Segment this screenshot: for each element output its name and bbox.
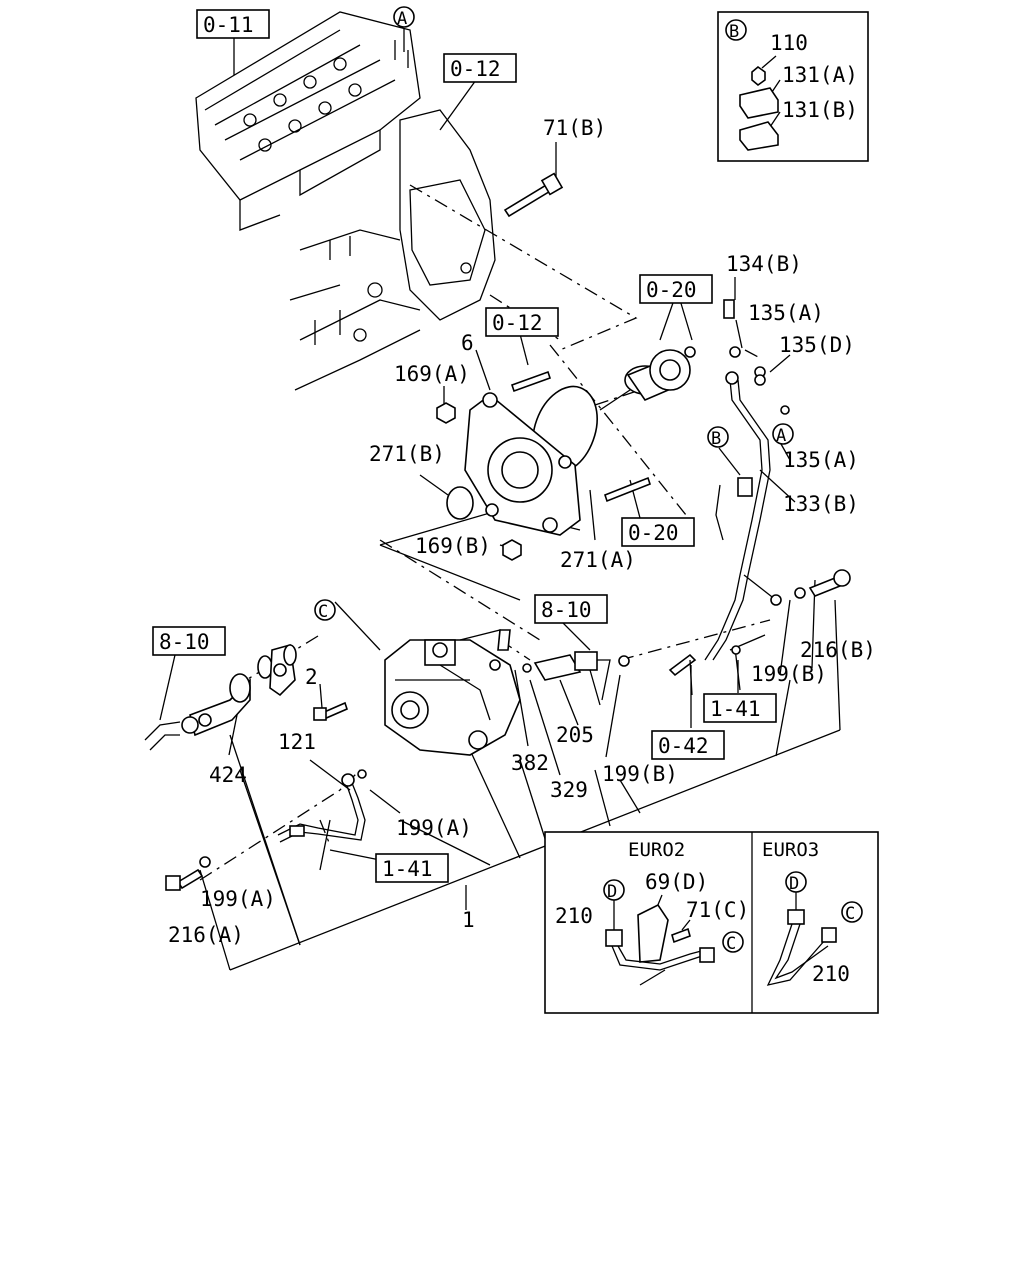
callout-b-right: B [707, 426, 729, 449]
svg-text:0-11: 0-11 [203, 13, 254, 37]
stud-bolt-upper [510, 370, 552, 393]
label-71b: 71(B) [543, 116, 606, 140]
label-euro3: EURO3 [762, 839, 819, 861]
ref-0-20-mid: 0-20 [621, 517, 695, 547]
label-134b: 134(B) [726, 252, 802, 276]
injection-pump-body [384, 629, 521, 756]
leak-off-pipe [704, 299, 851, 661]
label-382: 382 [511, 751, 549, 775]
label-121: 121 [278, 730, 316, 754]
ref-0-11: 0-11 [196, 9, 270, 39]
svg-text:A: A [397, 9, 407, 29]
svg-text:B: B [729, 22, 739, 42]
label-216a: 216(A) [168, 923, 244, 947]
label-110: 110 [770, 31, 808, 55]
leader-lines [159, 28, 841, 971]
label-210-euro3: 210 [812, 962, 850, 986]
label-1: 1 [462, 908, 475, 932]
label-6: 6 [461, 331, 474, 355]
svg-text:C: C [318, 602, 328, 622]
label-69d: 69(D) [645, 870, 708, 894]
ref-8-10-left: 8-10 [152, 626, 226, 656]
label-euro2: EURO2 [628, 839, 685, 861]
label-2: 2 [305, 665, 318, 689]
o-ring-271b [446, 486, 474, 520]
nut-169b [502, 539, 522, 561]
svg-text:0-12: 0-12 [492, 311, 543, 335]
label-135d: 135(D) [779, 333, 855, 357]
suction-control-valve [144, 643, 297, 751]
svg-text:A: A [776, 426, 786, 446]
label-135a-2: 135(A) [783, 448, 859, 472]
label-199a-2: 199(A) [200, 887, 276, 911]
label-133b: 133(B) [783, 492, 859, 516]
label-169b: 169(B) [415, 534, 491, 558]
bracket-stud [668, 634, 766, 696]
svg-text:C: C [845, 904, 855, 924]
label-71c: 71(C) [686, 898, 749, 922]
svg-text:D: D [607, 882, 617, 902]
cylinder-head-illustration [195, 11, 421, 231]
svg-text:D: D [789, 874, 799, 894]
timing-gear-case-illustration [289, 109, 496, 391]
svg-text:C: C [726, 934, 736, 954]
label-205: 205 [556, 723, 594, 747]
label-135a-1: 135(A) [748, 301, 824, 325]
ref-0-42-mid: 0-42 [651, 730, 725, 760]
inset-euro-variants: EURO2 EURO3 D 69(D) 210 71(C) C D C 210 [544, 831, 879, 1014]
bolt-2 [313, 701, 348, 721]
label-271b: 271(B) [369, 442, 445, 466]
stud-bolt-lower [604, 476, 651, 503]
label-216b: 216(B) [800, 638, 876, 662]
fuel-temp-sensor-205 [522, 651, 630, 706]
fuel-pipe-121 [277, 769, 367, 843]
label-169a: 169(A) [394, 362, 470, 386]
callout-c-pump: C [314, 599, 336, 622]
nut-169a [436, 402, 456, 424]
ref-0-12-top: 0-12 [443, 53, 517, 83]
label-271a: 271(A) [560, 548, 636, 572]
svg-text:0-20: 0-20 [646, 278, 697, 302]
bolt-71b [503, 172, 564, 218]
callout-a-top: A [393, 6, 415, 29]
label-199b-2: 199(B) [602, 762, 678, 786]
label-131b: 131(B) [782, 98, 858, 122]
bolt-216a [165, 856, 211, 891]
inset-b-clamp-detail: B 110 131(A) 131(B) [717, 11, 869, 162]
label-199b-1: 199(B) [751, 662, 827, 686]
svg-text:1-41: 1-41 [710, 697, 761, 721]
svg-text:B: B [711, 429, 721, 449]
part-labels: 71(B) 134(B) 135(A) 135(D) 135(A) 133(B)… [168, 116, 876, 947]
ref-1-41-left: 1-41 [375, 853, 449, 883]
ref-1-41-right: 1-41 [703, 693, 777, 723]
ref-8-10-mid: 8-10 [534, 594, 608, 624]
svg-text:8-10: 8-10 [541, 598, 592, 622]
svg-text:0-42: 0-42 [658, 734, 709, 758]
svg-text:8-10: 8-10 [159, 630, 210, 654]
label-329: 329 [550, 778, 588, 802]
label-424: 424 [209, 763, 247, 787]
svg-text:0-20: 0-20 [628, 521, 679, 545]
label-131a: 131(A) [782, 63, 858, 87]
callout-a-right: A [772, 423, 794, 446]
svg-text:1-41: 1-41 [382, 857, 433, 881]
label-210-euro2: 210 [555, 904, 593, 928]
label-199a-1: 199(A) [396, 816, 472, 840]
pump-flange-plate [464, 392, 581, 536]
ref-0-20-top: 0-20 [639, 274, 713, 304]
pump-gear-assembly [599, 346, 696, 411]
ref-0-12-mid: 0-12 [485, 307, 559, 337]
svg-text:0-12: 0-12 [450, 57, 501, 81]
